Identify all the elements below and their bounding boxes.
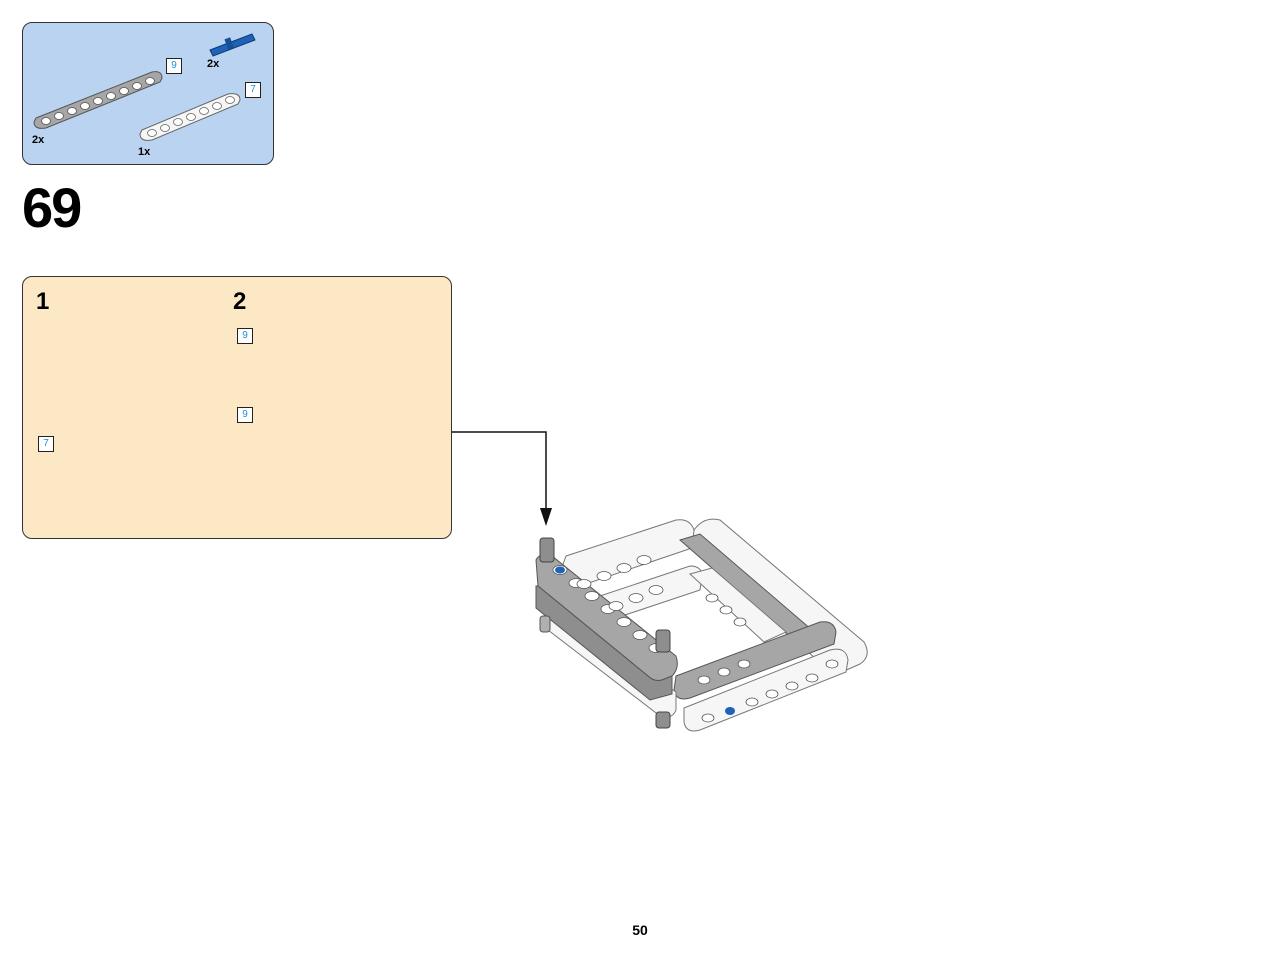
substep-number: 2 <box>233 288 247 315</box>
quantity-label: 2x <box>207 58 220 70</box>
length-badge: 7 <box>38 436 54 452</box>
part-blue-pin <box>209 33 256 57</box>
length-badge: 9 <box>237 407 253 423</box>
length-badge: 9 <box>166 58 182 74</box>
page-number: 50 <box>632 922 648 938</box>
main-model-assembly <box>535 518 868 732</box>
step-number: 69 <box>22 176 82 239</box>
length-badge: 9 <box>237 328 253 344</box>
quantity-label: 1x <box>138 146 151 158</box>
connector-arrow-head <box>540 508 552 526</box>
part-white-beam-7 <box>139 93 241 141</box>
substep-number: 1 <box>36 288 50 315</box>
length-badge: 7 <box>245 82 261 98</box>
quantity-label: 2x <box>32 134 45 146</box>
part-gray-beam-9 <box>33 71 163 129</box>
